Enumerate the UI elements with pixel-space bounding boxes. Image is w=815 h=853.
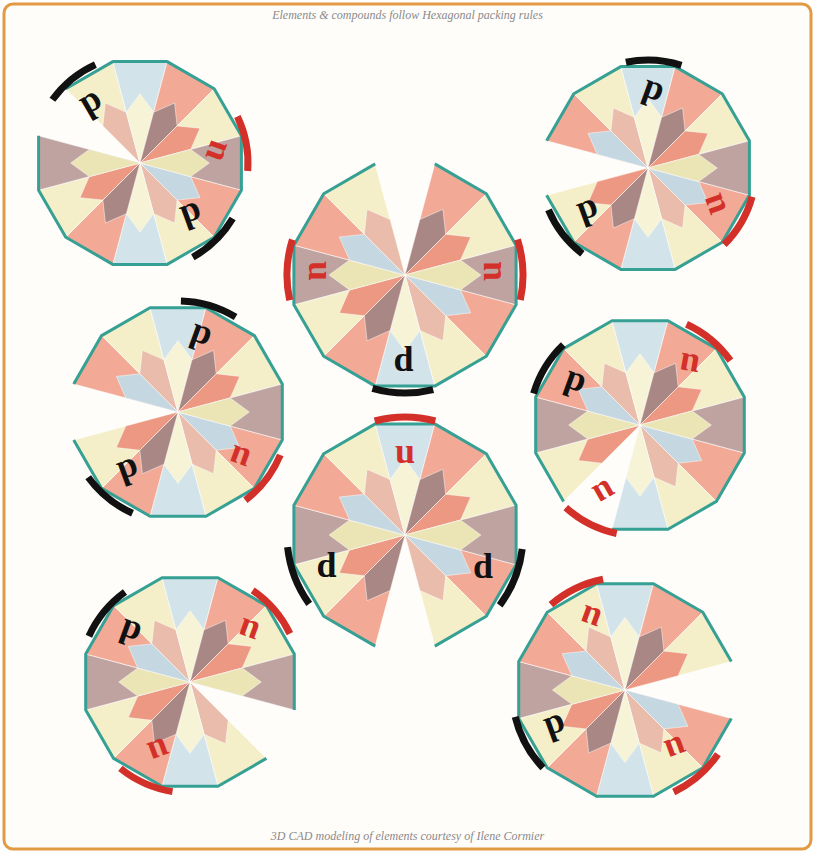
contact-arc — [515, 717, 543, 768]
contact-arc — [518, 240, 523, 301]
polyhedron-illustration — [35, 58, 245, 268]
element-model: u d d — [290, 420, 520, 650]
contact-arc — [237, 116, 248, 170]
quark-label: d — [316, 547, 336, 583]
contact-arc — [626, 60, 682, 65]
polyhedron-illustration — [82, 574, 298, 790]
contact-arc — [375, 417, 436, 421]
polyhedron-illustration — [70, 304, 286, 520]
polyhedron-illustration — [515, 580, 735, 800]
element-model: udu — [532, 317, 748, 533]
element-model: dud — [70, 304, 286, 520]
contact-arc — [373, 388, 434, 393]
polyhedron-illustration — [532, 317, 748, 533]
contact-arc — [288, 547, 310, 604]
quark-label: d — [473, 548, 493, 584]
element-model: udu — [515, 580, 735, 800]
contact-arc — [500, 549, 523, 605]
quark-label: u — [471, 261, 507, 281]
element-model: u u d — [290, 160, 520, 390]
quark-label: u — [303, 261, 339, 281]
element-model: dud — [35, 58, 245, 268]
element-model: dud — [543, 63, 753, 273]
quark-label: u — [587, 473, 622, 514]
contact-arc — [120, 768, 172, 791]
quark-label: u — [395, 433, 415, 469]
contact-arc — [181, 301, 236, 317]
title: Elements & compounds follow Hexagonal pa… — [0, 8, 815, 23]
contact-arc — [549, 210, 583, 254]
quark-label: d — [393, 341, 413, 377]
contact-arc — [245, 455, 280, 500]
element-model: duu — [82, 574, 298, 790]
contact-arc — [287, 240, 292, 301]
caption: 3D CAD modeling of elements courtesy of … — [0, 829, 815, 844]
contact-arc — [534, 345, 564, 394]
